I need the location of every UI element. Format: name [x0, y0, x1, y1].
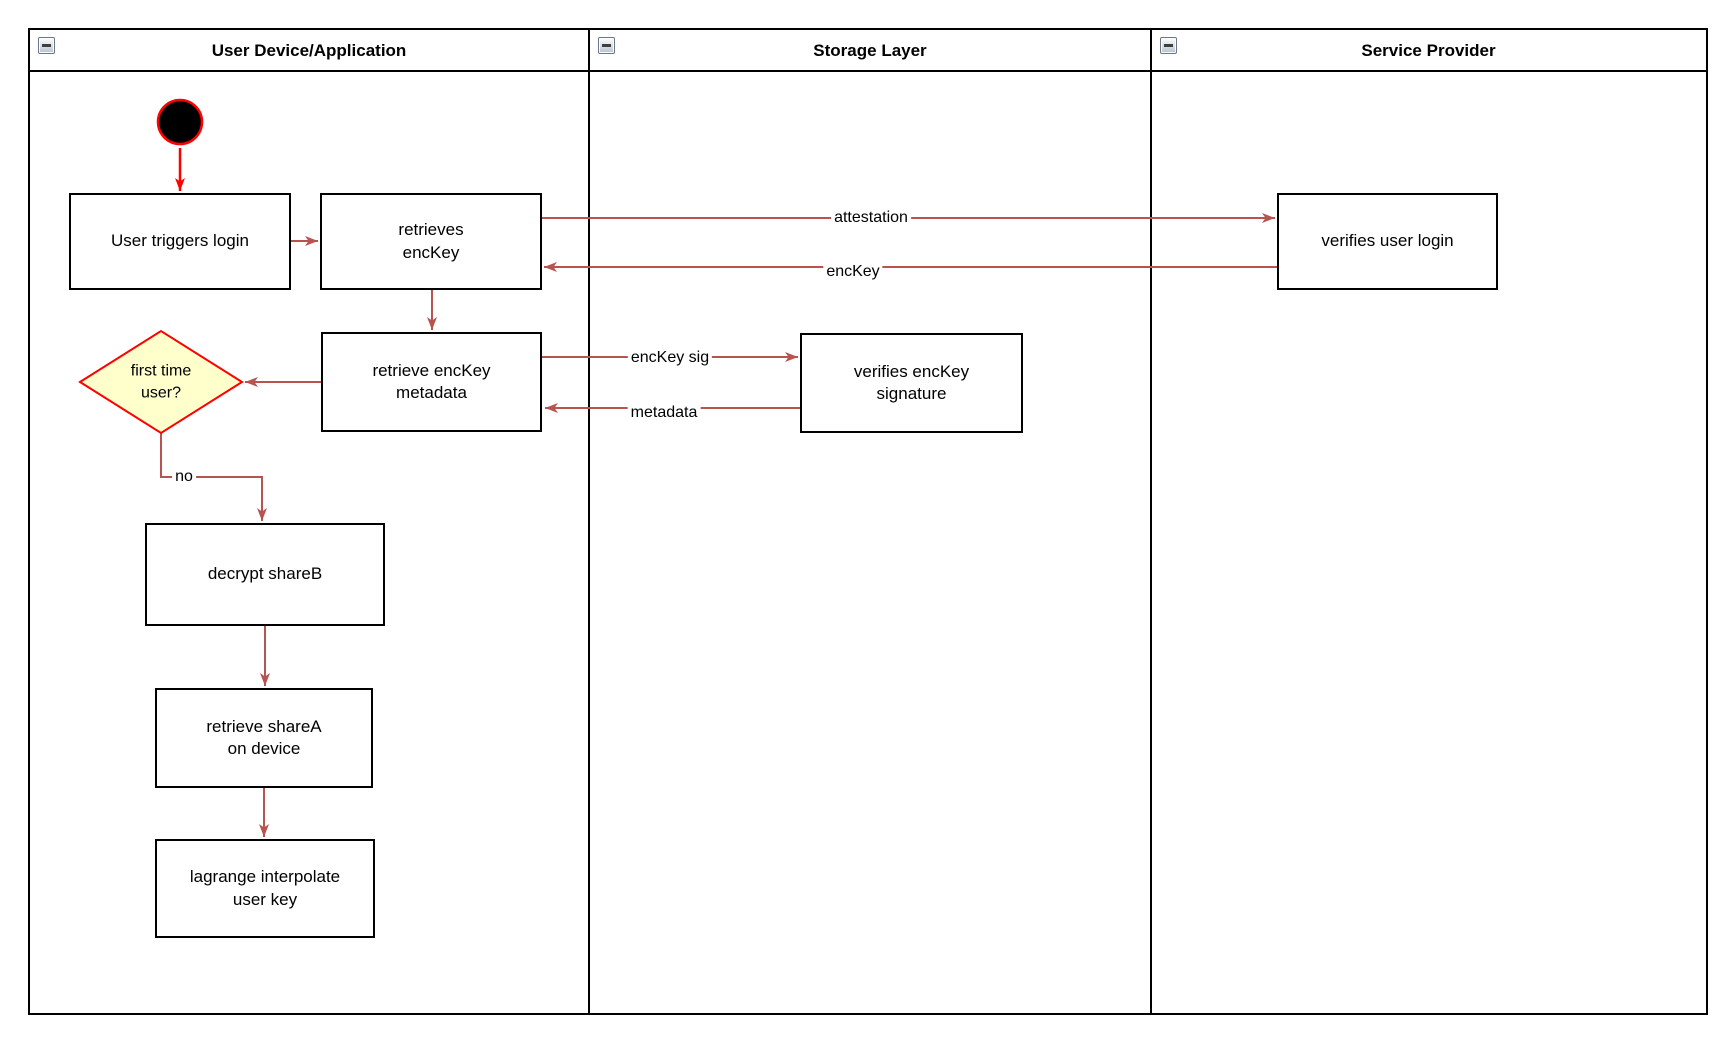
node-retrieve-enckey-metadata[interactable]: retrieve encKey metadata [321, 332, 542, 432]
minus-icon [42, 44, 51, 47]
edge-label-attestation: attestation [831, 209, 911, 227]
node-retrieves-enckey[interactable]: retrieves encKey [320, 193, 542, 290]
lane-title: Storage Layer [813, 40, 927, 60]
start-node[interactable] [156, 98, 204, 146]
edge-label-enckey-sig: encKey sig [627, 349, 713, 367]
decision-label: first time user? [130, 362, 192, 401]
minus-icon [602, 44, 611, 47]
lane-header-separator [28, 70, 1708, 72]
lane-divider [1150, 28, 1152, 1015]
collapse-lane-button[interactable] [598, 37, 615, 54]
lane-header-storage-layer[interactable]: Storage Layer [590, 30, 1150, 71]
decision-diamond-shape[interactable] [78, 329, 244, 435]
node-verifies-user-login[interactable]: verifies user login [1277, 193, 1498, 290]
node-verifies-enckey-signature[interactable]: verifies encKey signature [800, 333, 1023, 433]
lane-title: User Device/Application [211, 40, 407, 60]
lane-header-service-provider[interactable]: Service Provider [1152, 30, 1705, 71]
lane-divider [588, 28, 590, 1015]
node-lagrange-interpolate-user-key[interactable]: lagrange interpolate user key [155, 839, 375, 938]
minus-icon [1164, 44, 1173, 47]
collapse-lane-button[interactable] [38, 37, 55, 54]
node-user-triggers-login[interactable]: User triggers login [69, 193, 291, 290]
collapse-lane-button[interactable] [1160, 37, 1177, 54]
node-retrieve-sharea-on-device[interactable]: retrieve shareA on device [155, 688, 373, 788]
lane-header-user-device[interactable]: User Device/Application [30, 30, 588, 71]
lane-title: Service Provider [1361, 40, 1496, 60]
node-decrypt-shareb[interactable]: decrypt shareB [145, 523, 385, 626]
edge-label-enckey: encKey [823, 263, 883, 281]
edge-label-no: no [172, 468, 196, 486]
arrow-no-branch [160, 433, 267, 521]
edge-label-metadata: metadata [627, 404, 701, 422]
